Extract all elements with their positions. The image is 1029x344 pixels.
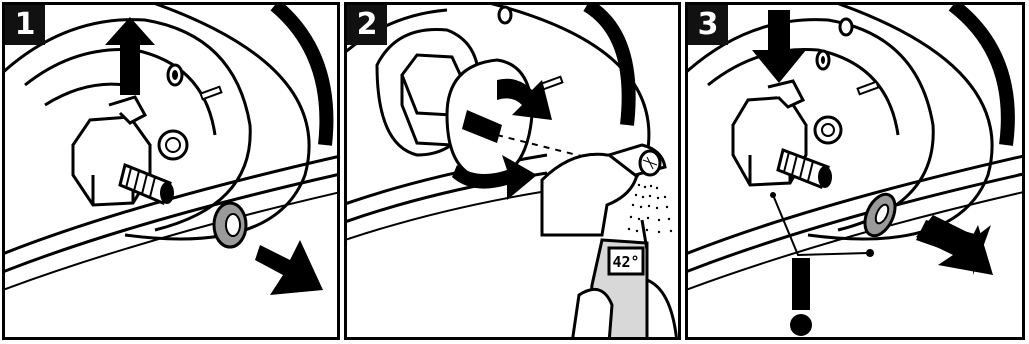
washer-icon (214, 203, 246, 247)
warning-icon (790, 258, 812, 336)
step-2-illustration: 42° (347, 5, 681, 340)
step-1-panel: 1 (2, 2, 340, 340)
step-number-badge: 3 (688, 5, 728, 45)
step-3-panel: 3 (685, 2, 1025, 340)
step-number-badge: 1 (5, 5, 45, 45)
step-3-illustration (688, 5, 1025, 340)
step-number-badge: 2 (347, 5, 387, 45)
step-2-panel: 42° 2 (344, 2, 681, 340)
thermometer-icon: 42° (572, 220, 677, 340)
thermometer-readout: 42° (612, 253, 639, 271)
step-1-illustration (5, 5, 340, 340)
arrow-right-icon (255, 240, 323, 295)
